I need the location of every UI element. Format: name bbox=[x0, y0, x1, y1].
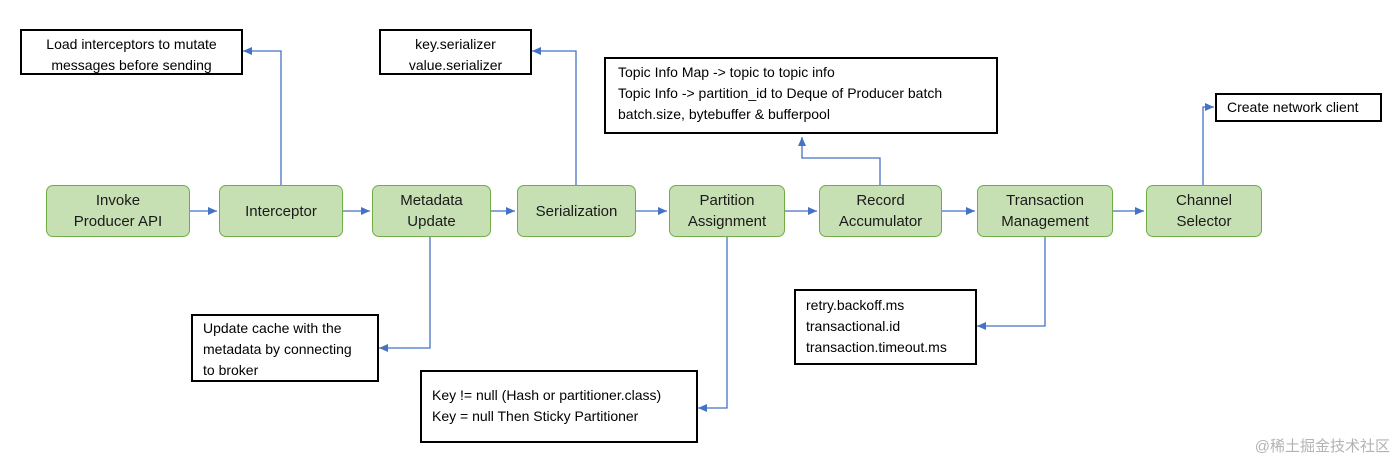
connector-accumulator-note bbox=[798, 137, 881, 185]
step-transaction-management[interactable]: Transaction Management bbox=[977, 185, 1113, 237]
note-line: Key != null (Hash or partitioner.class) bbox=[432, 387, 662, 403]
step-partition-assignment[interactable]: Partition Assignment bbox=[669, 185, 785, 237]
connector-channel-note bbox=[1202, 103, 1214, 185]
note-interceptor: Load interceptors to mutate messages bef… bbox=[20, 29, 243, 75]
note-line: value.serializer bbox=[408, 57, 503, 73]
note-line: Update cache with the bbox=[203, 320, 342, 336]
note-partition-assignment: Key != null (Hash or partitioner.class) … bbox=[420, 370, 698, 443]
note-line: transaction.timeout.ms bbox=[806, 339, 947, 355]
connector-partition-note bbox=[698, 237, 728, 412]
note-line: retry.backoff.ms bbox=[806, 297, 905, 313]
note-channel-selector: Create network client bbox=[1215, 93, 1382, 122]
note-line: metadata by connecting bbox=[203, 341, 352, 357]
watermark: @稀土掘金技术社区 bbox=[1254, 438, 1390, 455]
note-line: batch.size, bytebuffer & bufferpool bbox=[618, 106, 830, 122]
connector-transaction-note bbox=[977, 237, 1046, 330]
note-record-accumulator: Topic Info Map -> topic to topic info To… bbox=[604, 57, 998, 134]
note-line: messages before sending bbox=[51, 57, 212, 73]
step-invoke-producer-api[interactable]: Invoke Producer API bbox=[46, 185, 190, 237]
note-line: key.serializer bbox=[415, 36, 496, 52]
note-line: Load interceptors to mutate bbox=[46, 36, 217, 52]
step-channel-selector[interactable]: Channel Selector bbox=[1146, 185, 1262, 237]
connector-interceptor-note bbox=[243, 47, 282, 185]
step-record-accumulator[interactable]: Record Accumulator bbox=[819, 185, 942, 237]
connector-serialization-note bbox=[532, 47, 577, 185]
note-transaction-management: retry.backoff.ms transactional.id transa… bbox=[794, 289, 977, 365]
note-line: Create network client bbox=[1227, 99, 1359, 115]
note-serialization: key.serializer value.serializer bbox=[379, 29, 532, 75]
note-line: Topic Info -> partition_id to Deque of P… bbox=[618, 85, 943, 101]
note-line: Key = null Then Sticky Partitioner bbox=[432, 408, 639, 424]
step-interceptor[interactable]: Interceptor bbox=[219, 185, 343, 237]
note-line: Topic Info Map -> topic to topic info bbox=[618, 64, 835, 80]
step-serialization[interactable]: Serialization bbox=[517, 185, 636, 237]
note-line: transactional.id bbox=[806, 318, 901, 334]
step-metadata-update[interactable]: Metadata Update bbox=[372, 185, 491, 237]
note-line: to broker bbox=[203, 362, 259, 378]
note-metadata-update: Update cache with the metadata by connec… bbox=[191, 314, 379, 382]
connector-metadata-note bbox=[379, 237, 431, 352]
